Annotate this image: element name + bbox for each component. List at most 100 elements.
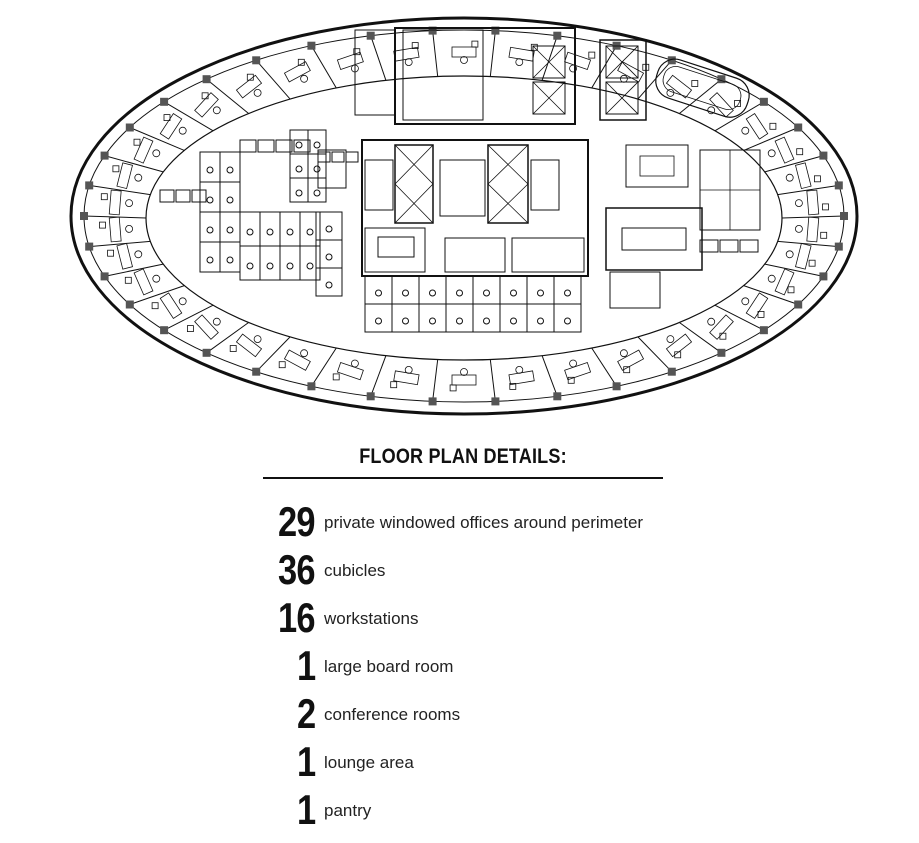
column	[85, 242, 94, 251]
office-partition	[541, 355, 558, 397]
cubicle-chair	[306, 228, 314, 236]
cubicle-chair	[564, 317, 571, 325]
stat-label: large board room	[324, 657, 454, 676]
office-desk	[283, 349, 311, 371]
workstation-desk	[239, 139, 257, 153]
office-chair	[769, 122, 777, 130]
column	[80, 212, 88, 220]
office-partition	[89, 184, 151, 196]
office-chair	[253, 89, 262, 97]
office-desk	[235, 333, 263, 358]
cubicle-chair	[313, 141, 321, 149]
workstation-desk	[739, 239, 759, 253]
office-desk	[665, 74, 693, 99]
cubicle	[299, 245, 321, 281]
core-block	[361, 139, 589, 277]
office-chair	[134, 250, 143, 259]
office-partition	[764, 155, 824, 173]
office-chair	[707, 317, 716, 326]
office-desk	[564, 51, 592, 71]
cubicle-chair	[266, 262, 274, 270]
office-chair	[795, 224, 803, 233]
office-chair	[212, 106, 221, 115]
stat-row: 2 conference rooms	[263, 692, 683, 740]
column	[307, 41, 316, 50]
cubicle-chair	[206, 166, 214, 174]
office-chair	[515, 58, 524, 66]
workstation-desk	[293, 139, 311, 153]
stat-row: 1 large board room	[263, 644, 683, 692]
office-partition	[489, 30, 496, 77]
conference-room-left	[317, 149, 347, 189]
office-partition	[764, 263, 824, 277]
stat-row: 36 cubicles	[263, 548, 683, 596]
office-desk	[774, 136, 795, 164]
office-partition	[489, 359, 496, 402]
column	[834, 181, 843, 190]
column	[553, 392, 562, 401]
cubicle-chair	[246, 262, 254, 270]
cubicle-chair	[266, 228, 274, 236]
office-chair	[125, 199, 134, 208]
office-desk	[116, 242, 133, 270]
stat-label: pantry	[324, 801, 372, 820]
office-chair	[820, 231, 828, 239]
column	[428, 397, 437, 406]
office-chair	[588, 51, 596, 59]
office-desk	[745, 112, 769, 140]
office-chair	[567, 376, 575, 384]
office-chair	[404, 365, 413, 374]
cubicle-chair	[537, 317, 544, 325]
office-chair	[152, 149, 161, 158]
column	[366, 392, 375, 401]
cubicle-chair	[429, 289, 436, 297]
office-desk	[235, 74, 263, 99]
cubicle-chair	[510, 289, 517, 297]
office-partition	[206, 322, 249, 354]
office-chair	[822, 203, 829, 211]
column	[202, 348, 211, 357]
cubicle-chair	[537, 289, 544, 297]
column	[252, 367, 261, 376]
cubicle-chair	[295, 189, 303, 197]
office-desk	[108, 189, 122, 216]
office-partition	[679, 322, 722, 354]
cubicle-chair	[483, 289, 490, 297]
office-chair	[186, 325, 194, 333]
column	[85, 181, 94, 190]
stat-number: 1	[296, 786, 316, 833]
column	[366, 31, 375, 40]
floor-plan-details: FLOOR PLAN DETAILS: 29 private windowed …	[263, 438, 663, 832]
column	[667, 367, 676, 376]
column	[428, 26, 437, 35]
stat-row: 1 pantry	[263, 788, 683, 836]
stat-label: private windowed offices around perimete…	[324, 513, 644, 532]
cubicle-chair	[206, 226, 214, 234]
office-desk	[116, 162, 133, 190]
column	[125, 300, 134, 309]
office-chair	[460, 56, 468, 64]
office-chair	[125, 224, 134, 233]
workstation-desk	[345, 151, 359, 163]
office-chair	[297, 58, 305, 66]
office-partition	[370, 355, 387, 397]
office-desk	[133, 268, 154, 296]
office-furniture	[99, 40, 829, 392]
office-chair	[212, 317, 221, 326]
office-desk	[564, 361, 592, 381]
office-partition	[541, 35, 558, 81]
office-desk	[108, 216, 122, 243]
workstation-desk	[331, 151, 345, 163]
column	[759, 326, 768, 335]
office-partition	[206, 78, 249, 114]
office-chair	[353, 48, 361, 56]
office-partition	[104, 263, 164, 277]
cubicle-clusters	[199, 129, 582, 333]
office-partition	[591, 347, 618, 387]
office-chair	[767, 274, 776, 283]
office-partition	[637, 59, 673, 100]
stat-number: 1	[296, 738, 316, 785]
office-partition	[163, 304, 214, 331]
office-chair	[674, 351, 682, 359]
office-desk	[336, 51, 364, 71]
